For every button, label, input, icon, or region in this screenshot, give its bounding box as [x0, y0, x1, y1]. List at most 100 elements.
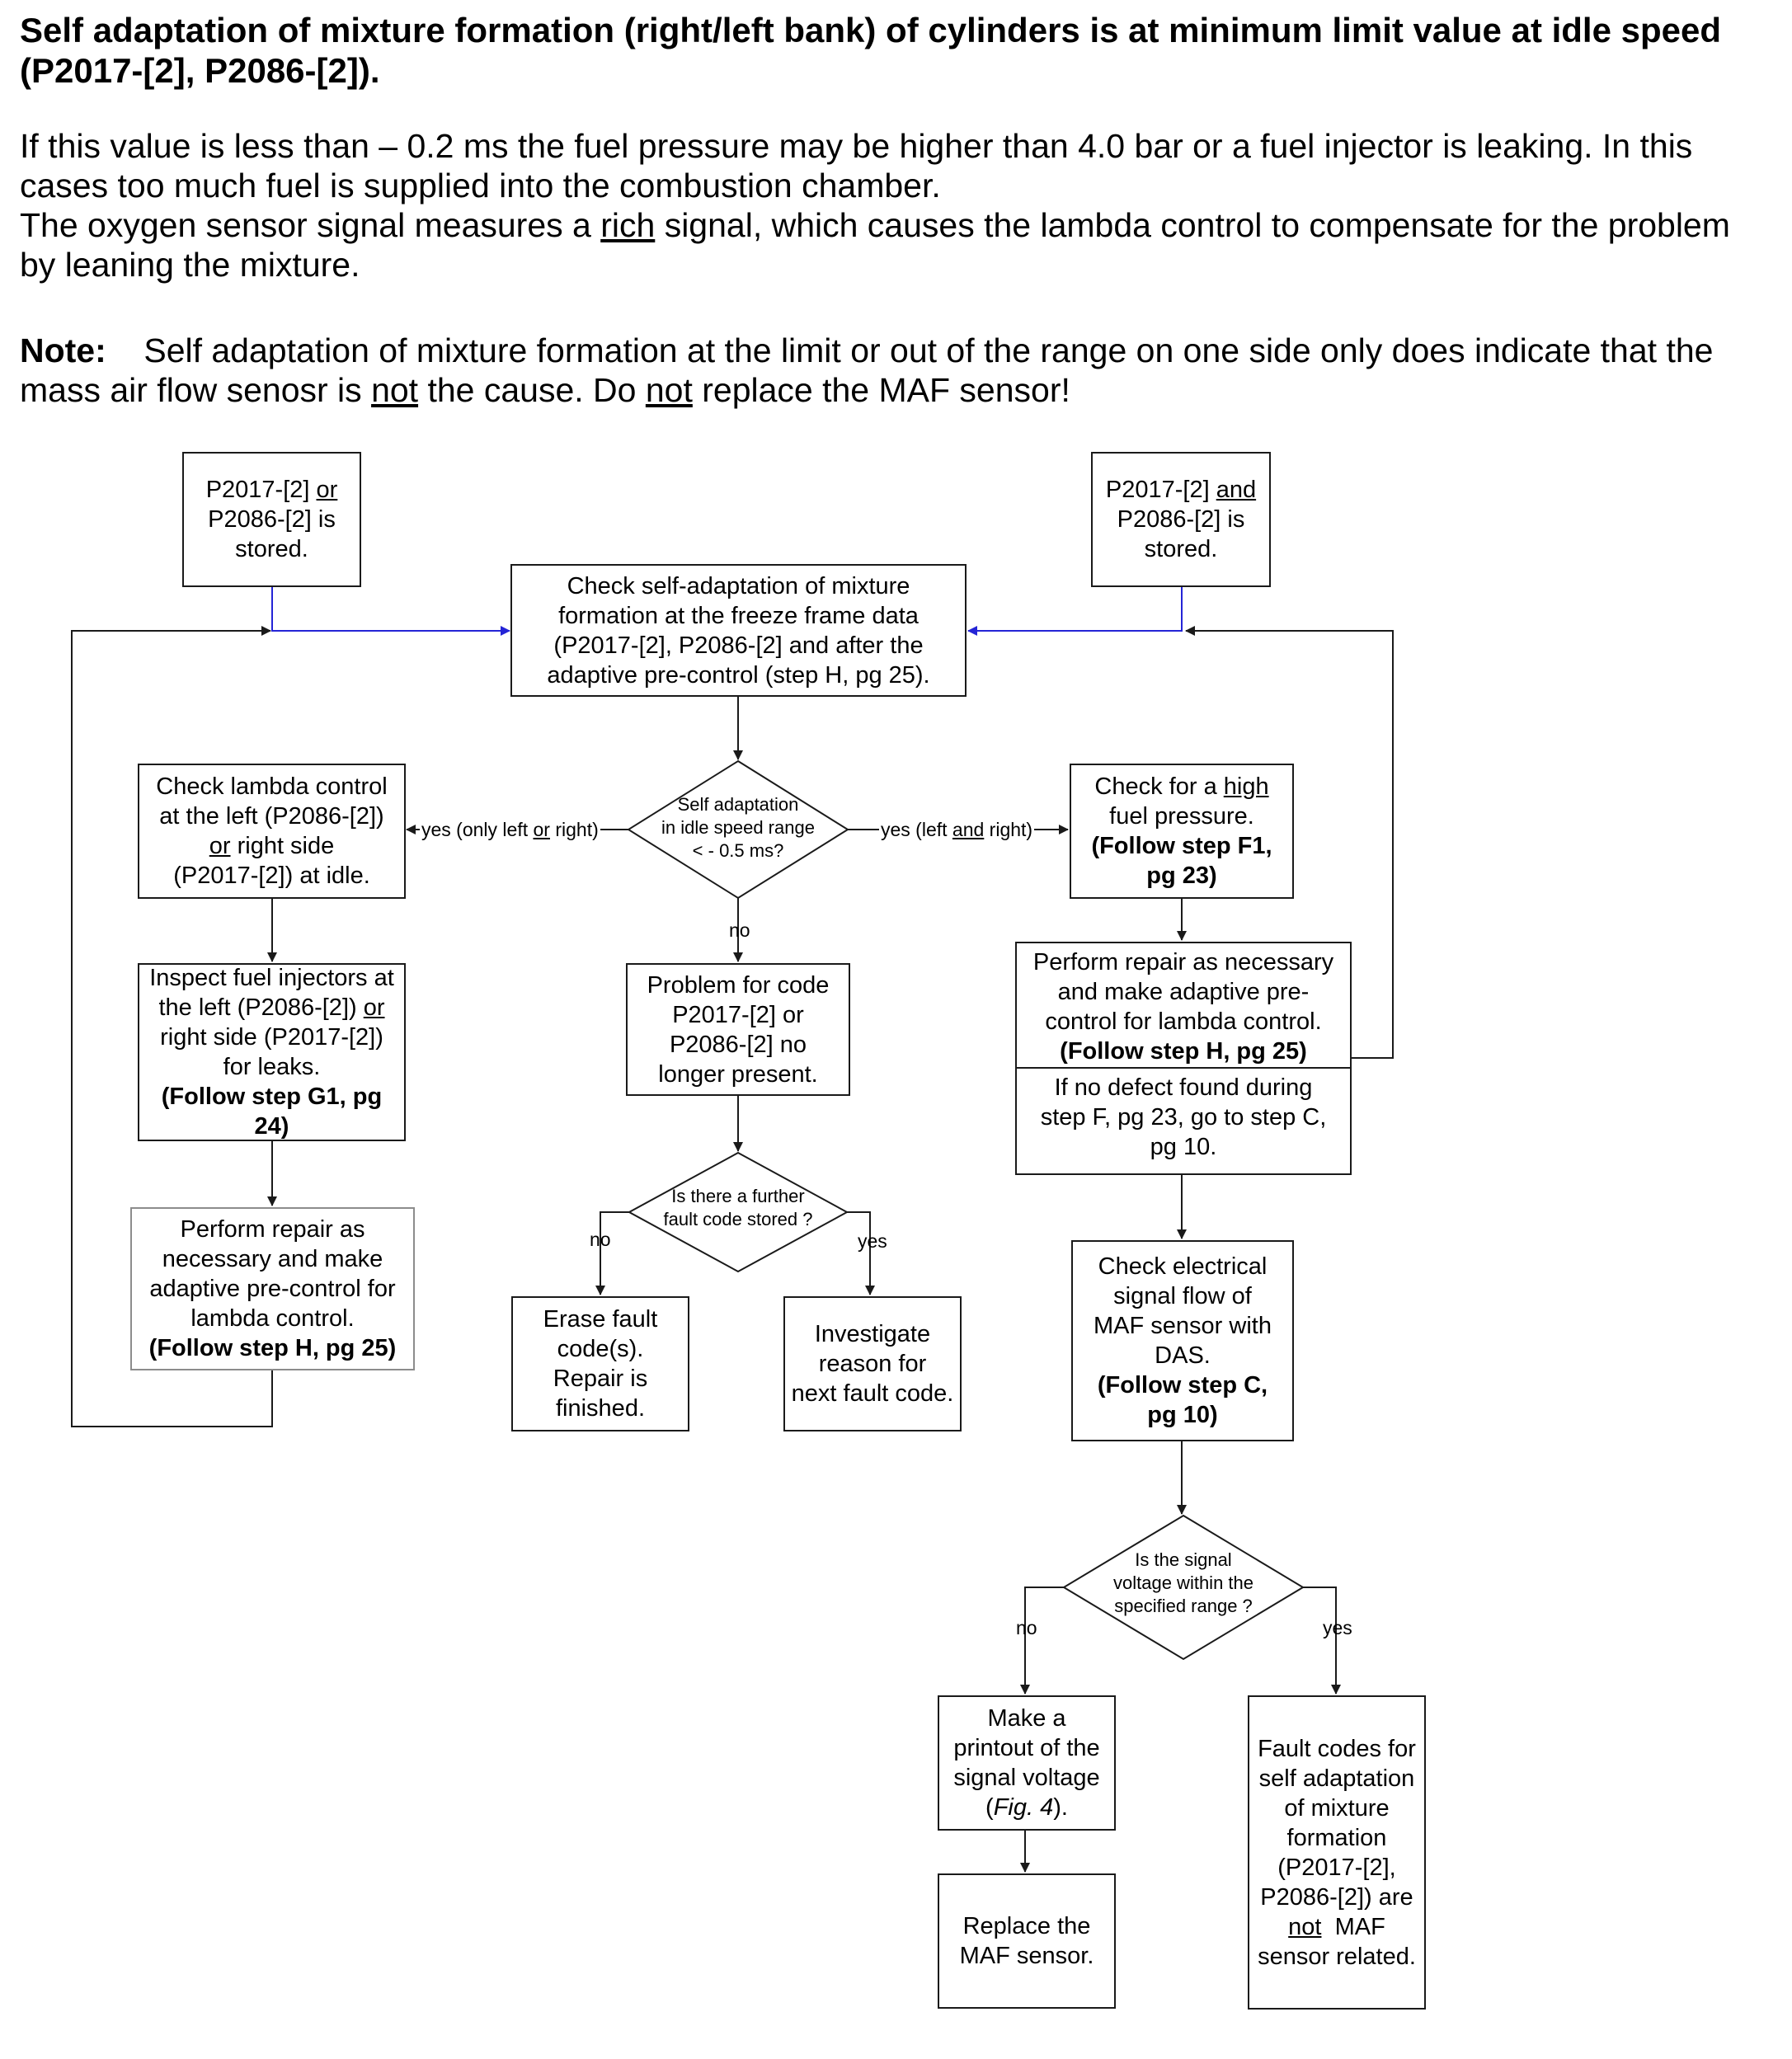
- box-line: sensor related.: [1258, 1943, 1416, 1970]
- check-electrical-box: Check electrical signal flow of MAF sens…: [1071, 1240, 1294, 1441]
- yes-label-further: yes: [858, 1230, 887, 1252]
- text-fragment: Self adaptation of mixture formation at …: [143, 331, 1714, 369]
- box-line: Inspect fuel injectors at: [149, 965, 394, 991]
- check-high-pressure-box: Check for a high fuel pressure. (Follow …: [1070, 764, 1294, 899]
- text-fragment: ).: [1053, 1794, 1068, 1821]
- box-line: adaptive pre-control (step H, pg 25).: [547, 661, 930, 689]
- box-line: (P2017-[2],: [1277, 1854, 1396, 1881]
- not-maf-related-box: Fault codes for self adaptation of mixtu…: [1248, 1695, 1426, 2010]
- box-line: pg 10.: [1150, 1134, 1217, 1160]
- box-divider: [1017, 1067, 1350, 1069]
- text-fragment: The oxygen sensor signal measures a: [20, 206, 601, 244]
- figure-reference: Fig. 4: [993, 1794, 1054, 1821]
- check-lambda-box: Check lambda control at the left (P2086-…: [138, 764, 406, 899]
- text-fragment: right): [549, 819, 599, 840]
- box-line: code(s).: [557, 1336, 644, 1362]
- box-line: stored.: [235, 536, 308, 562]
- text-fragment: signal, which causes the lambda control …: [655, 206, 1730, 244]
- box-line: reason for: [818, 1351, 927, 1377]
- no-label-further: no: [590, 1229, 611, 1250]
- box-line: P2086-[2] is: [208, 506, 336, 533]
- box-line: Check self-adaptation of mixture: [567, 572, 910, 599]
- text-fragment: yes (left: [881, 819, 952, 840]
- connector: [1020, 1587, 1064, 1695]
- text-fragment: Check for a: [1094, 773, 1224, 800]
- box-line: necessary and make: [162, 1246, 383, 1272]
- text-fragment: yes (only left: [421, 819, 534, 840]
- decision-voltage-shape: [1062, 1514, 1305, 1661]
- no-label-idle: no: [729, 919, 750, 941]
- diamond-line: Is the signal: [1135, 1549, 1232, 1570]
- box-line: of mixture: [1284, 1794, 1390, 1822]
- underlined-not: not: [645, 371, 693, 409]
- no-label-voltage: no: [1016, 1617, 1037, 1638]
- box-line: step F, pg 23, go to step C,: [1040, 1104, 1327, 1131]
- diamond-line: Is there a further: [671, 1186, 805, 1206]
- connector-blue: [967, 585, 1183, 636]
- yes-left-label: yes (only left or right): [420, 818, 600, 841]
- erase-codes-box: Erase fault code(s). Repair is finished.: [511, 1296, 689, 1431]
- box-line: not MAF: [1288, 1912, 1385, 1942]
- box-line: fuel pressure.: [1109, 803, 1254, 830]
- decision-voltage-text: Is the signal voltage within the specifi…: [1084, 1549, 1282, 1618]
- text-fragment: replace the MAF sensor!: [692, 371, 1070, 409]
- text-fragment: the left (P2086-[2]): [158, 994, 364, 1021]
- underlined-rich: rich: [600, 206, 656, 244]
- connector: [1303, 1587, 1341, 1695]
- box-line: (Follow step C,: [1097, 1372, 1268, 1399]
- box-line: next fault code.: [791, 1380, 954, 1407]
- underlined-or: or: [363, 994, 385, 1021]
- intro-line-3: The oxygen sensor signal measures a rich…: [20, 205, 1776, 245]
- box-line: P2017-[2] or: [206, 475, 338, 505]
- box-line: MAF sensor with: [1094, 1313, 1272, 1339]
- text-fragment: right): [984, 819, 1033, 840]
- connector: [847, 1211, 875, 1295]
- underlined-not: not: [1288, 1913, 1322, 1940]
- box-line: signal flow of: [1113, 1283, 1252, 1309]
- box-line: printout of the: [953, 1735, 1100, 1761]
- box-line: Perform repair as: [180, 1216, 365, 1243]
- box-line: (P2017-[2], P2086-[2] and after the: [553, 632, 924, 659]
- box-line: Investigate: [814, 1321, 931, 1347]
- box-line: (Follow step F1,: [1091, 833, 1272, 859]
- yes-right-label: yes (left and right): [879, 818, 1035, 841]
- box-line: (P2017-[2]) at idle.: [173, 863, 370, 889]
- connector-blue: [271, 585, 510, 636]
- box-line: MAF sensor.: [959, 1943, 1094, 1969]
- note-line-2: mass air flow senosr is not the cause. D…: [20, 370, 1776, 410]
- box-line: (Follow step H, pg 25): [148, 1335, 397, 1361]
- diamond-line: fault code stored ?: [663, 1209, 813, 1229]
- intro-line-1: If this value is less than – 0.2 ms the …: [20, 127, 1693, 165]
- box-line: formation: [1286, 1824, 1387, 1851]
- box-line: Check electrical: [1098, 1253, 1268, 1280]
- box-line: If no defect found during: [1054, 1074, 1313, 1101]
- decision-further-shape: [627, 1151, 849, 1273]
- note-line-1: Note: Self adaptation of mixture formati…: [20, 331, 1776, 370]
- box-line: stored.: [1144, 536, 1218, 562]
- problem-gone-box: Problem for code P2017-[2] or P2086-[2] …: [626, 963, 850, 1096]
- intro-line-4: by leaning the mixture.: [20, 246, 360, 284]
- box-line: (Follow step G1, pg: [161, 1084, 383, 1110]
- box-line: self adaptation: [1258, 1765, 1415, 1792]
- text-fragment: right side: [230, 833, 335, 859]
- box-line: control for lambda control.: [1045, 1008, 1322, 1035]
- perform-repair-right-box: Perform repair as necessary and make ada…: [1015, 942, 1352, 1175]
- diamond-line: Self adaptation: [677, 794, 799, 815]
- text-fragment: P2017-[2]: [205, 477, 317, 503]
- text-fragment: mass air flow senosr is: [20, 371, 372, 409]
- box-line: longer present.: [658, 1060, 818, 1088]
- replace-maf-box: Replace the MAF sensor.: [938, 1873, 1116, 2009]
- box-line: and make adaptive pre-: [1057, 979, 1310, 1005]
- box-line: pg 23): [1146, 863, 1217, 889]
- box-line: Check for a high: [1094, 772, 1268, 802]
- diamond-line: in idle speed range: [661, 817, 815, 838]
- intro-paragraph: If this value is less than – 0.2 ms the …: [20, 126, 1776, 284]
- underlined-or: or: [533, 819, 550, 840]
- text-fragment: (: [985, 1794, 994, 1821]
- text-fragment: P2017-[2]: [1105, 477, 1216, 503]
- intro-line-2: cases too much fuel is supplied into the…: [20, 167, 941, 204]
- box-line: Fault codes for: [1258, 1735, 1416, 1762]
- connector: [1185, 626, 1394, 1059]
- underlined-and: and: [952, 819, 985, 840]
